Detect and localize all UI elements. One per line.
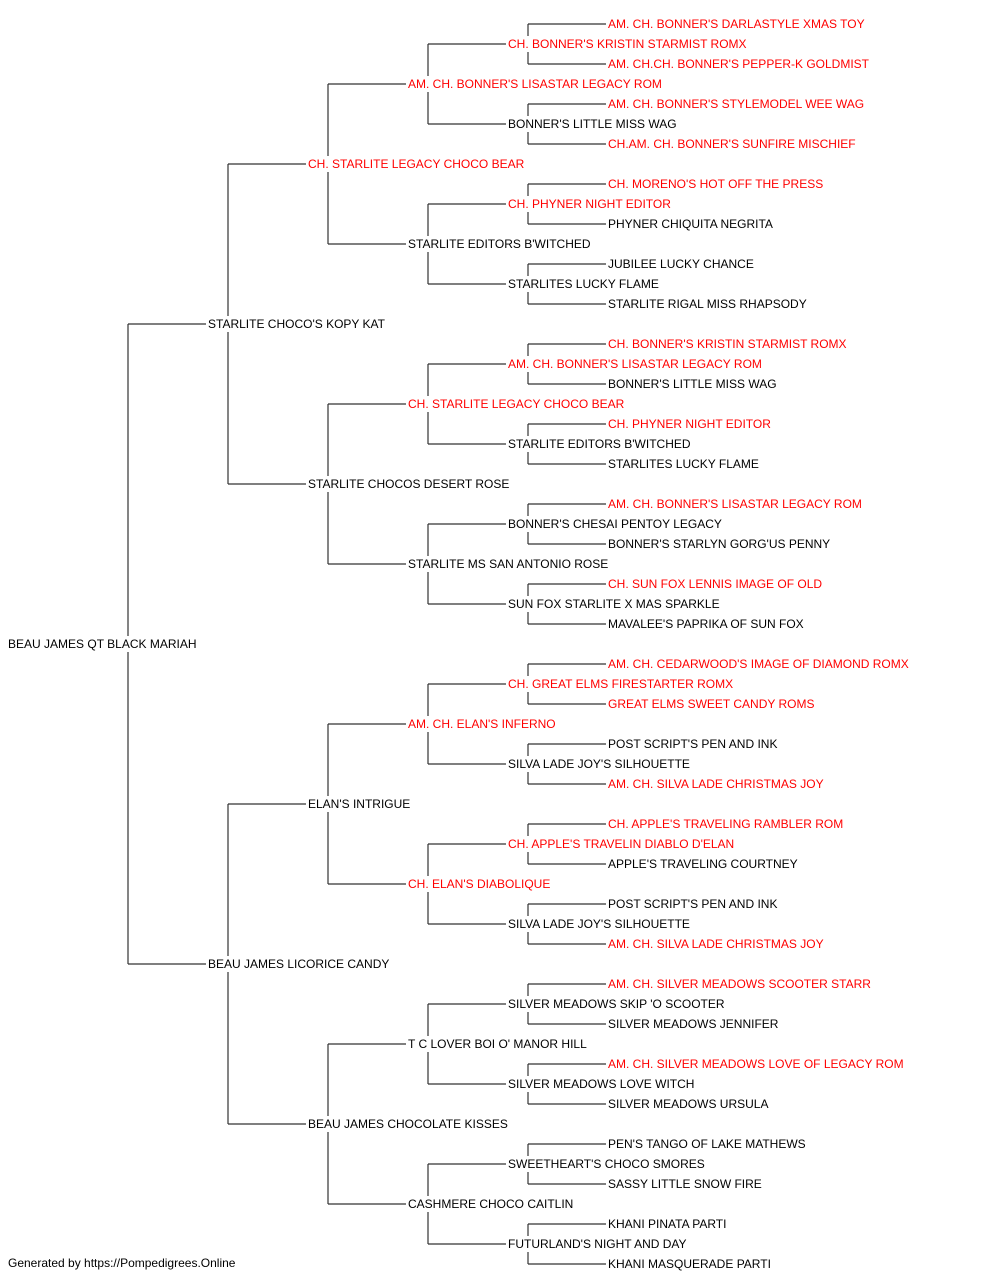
dog-name[interactable]: POST SCRIPT'S PEN AND INK — [608, 737, 777, 751]
dog-name[interactable]: STARLITE CHOCO'S KOPY KAT — [208, 317, 386, 331]
dog-name[interactable]: CH. GREAT ELMS FIRESTARTER ROMX — [508, 677, 733, 691]
dog-name[interactable]: SILVER MEADOWS URSULA — [608, 1097, 768, 1111]
dog-name[interactable]: CH. BONNER'S KRISTIN STARMIST ROMX — [608, 337, 847, 351]
footer-credit: Generated by https://Pompedigrees.Online — [8, 1256, 236, 1270]
dog-name[interactable]: POST SCRIPT'S PEN AND INK — [608, 897, 777, 911]
dog-name[interactable]: AM. CH. BONNER'S LISASTAR LEGACY ROM — [508, 357, 762, 371]
dog-name[interactable]: CH. MORENO'S HOT OFF THE PRESS — [608, 177, 823, 191]
dog-name[interactable]: STARLITES LUCKY FLAME — [508, 277, 659, 291]
dog-name[interactable]: CH. STARLITE LEGACY CHOCO BEAR — [408, 397, 625, 411]
dog-name[interactable]: T C LOVER BOI O' MANOR HILL — [408, 1037, 587, 1051]
dog-name[interactable]: STARLITES LUCKY FLAME — [608, 457, 759, 471]
dog-name[interactable]: CH. PHYNER NIGHT EDITOR — [508, 197, 671, 211]
dog-name[interactable]: FUTURLAND'S NIGHT AND DAY — [508, 1237, 687, 1251]
dog-name[interactable]: CH. APPLE'S TRAVELING RAMBLER ROM — [608, 817, 843, 831]
dog-name[interactable]: SASSY LITTLE SNOW FIRE — [608, 1177, 762, 1191]
dog-name[interactable]: BEAU JAMES QT BLACK MARIAH — [8, 637, 197, 651]
dog-name[interactable]: STARLITE RIGAL MISS RHAPSODY — [608, 297, 807, 311]
dog-name[interactable]: AM. CH. CEDARWOOD'S IMAGE OF DIAMOND ROM… — [608, 657, 909, 671]
dog-name[interactable]: KHANI MASQUERADE PARTI — [608, 1257, 771, 1271]
dog-name[interactable]: CH. PHYNER NIGHT EDITOR — [608, 417, 771, 431]
dog-name[interactable]: ELAN'S INTRIGUE — [308, 797, 410, 811]
dog-name[interactable]: CASHMERE CHOCO CAITLIN — [408, 1197, 573, 1211]
dog-name[interactable]: SUN FOX STARLITE X MAS SPARKLE — [508, 597, 720, 611]
dog-name[interactable]: BONNER'S STARLYN GORG'US PENNY — [608, 537, 830, 551]
dog-name[interactable]: AM. CH. SILVA LADE CHRISTMAS JOY — [608, 777, 824, 791]
dog-name[interactable]: PHYNER CHIQUITA NEGRITA — [608, 217, 773, 231]
dog-name[interactable]: CH. APPLE'S TRAVELIN DIABLO D'ELAN — [508, 837, 734, 851]
dog-name[interactable]: BONNER'S LITTLE MISS WAG — [508, 117, 677, 131]
dog-name[interactable]: PEN'S TANGO OF LAKE MATHEWS — [608, 1137, 806, 1151]
dog-name[interactable]: AM. CH. BONNER'S LISASTAR LEGACY ROM — [408, 77, 662, 91]
dog-name[interactable]: AM. CH. BONNER'S LISASTAR LEGACY ROM — [608, 497, 862, 511]
dog-name[interactable]: SILVER MEADOWS LOVE WITCH — [508, 1077, 694, 1091]
dog-name[interactable]: SILVER MEADOWS SKIP 'O SCOOTER — [508, 997, 725, 1011]
dog-name[interactable]: KHANI PINATA PARTI — [608, 1217, 726, 1231]
dog-name[interactable]: BONNER'S CHESAI PENTOY LEGACY — [508, 517, 722, 531]
dog-name[interactable]: AM. CH. ELAN'S INFERNO — [408, 717, 556, 731]
dog-name[interactable]: AM. CH. SILVER MEADOWS SCOOTER STARR — [608, 977, 871, 991]
dog-name[interactable]: BONNER'S LITTLE MISS WAG — [608, 377, 777, 391]
dog-name[interactable]: STARLITE MS SAN ANTONIO ROSE — [408, 557, 608, 571]
dog-name[interactable]: GREAT ELMS SWEET CANDY ROMS — [608, 697, 814, 711]
dog-name[interactable]: SILVA LADE JOY'S SILHOUETTE — [508, 757, 690, 771]
dog-name[interactable]: STARLITE EDITORS B'WITCHED — [508, 437, 691, 451]
dog-name[interactable]: CH. SUN FOX LENNIS IMAGE OF OLD — [608, 577, 822, 591]
dog-name[interactable]: APPLE'S TRAVELING COURTNEY — [608, 857, 798, 871]
dog-name[interactable]: AM. CH. SILVA LADE CHRISTMAS JOY — [608, 937, 824, 951]
dog-name[interactable]: MAVALEE'S PAPRIKA OF SUN FOX — [608, 617, 804, 631]
dog-name[interactable]: STARLITE EDITORS B'WITCHED — [408, 237, 591, 251]
dog-name[interactable]: CH. BONNER'S KRISTIN STARMIST ROMX — [508, 37, 747, 51]
dog-name[interactable]: SILVA LADE JOY'S SILHOUETTE — [508, 917, 690, 931]
dog-name[interactable]: SILVER MEADOWS JENNIFER — [608, 1017, 779, 1031]
dog-name[interactable]: CH. STARLITE LEGACY CHOCO BEAR — [308, 157, 525, 171]
dog-name[interactable]: AM. CH. SILVER MEADOWS LOVE OF LEGACY RO… — [608, 1057, 904, 1071]
dog-name[interactable]: CH.AM. CH. BONNER'S SUNFIRE MISCHIEF — [608, 137, 856, 151]
dog-name[interactable]: AM. CH. BONNER'S STYLEMODEL WEE WAG — [608, 97, 864, 111]
dog-name[interactable]: JUBILEE LUCKY CHANCE — [608, 257, 754, 271]
dog-name[interactable]: BEAU JAMES LICORICE CANDY — [208, 957, 389, 971]
dog-name[interactable]: AM. CH.CH. BONNER'S PEPPER-K GOLDMIST — [608, 57, 870, 71]
dog-name[interactable]: SWEETHEART'S CHOCO SMORES — [508, 1157, 705, 1171]
dog-name[interactable]: CH. ELAN'S DIABOLIQUE — [408, 877, 550, 891]
dog-name[interactable]: AM. CH. BONNER'S DARLASTYLE XMAS TOY — [608, 17, 865, 31]
dog-name[interactable]: STARLITE CHOCOS DESERT ROSE — [308, 477, 509, 491]
dog-name[interactable]: BEAU JAMES CHOCOLATE KISSES — [308, 1117, 508, 1131]
